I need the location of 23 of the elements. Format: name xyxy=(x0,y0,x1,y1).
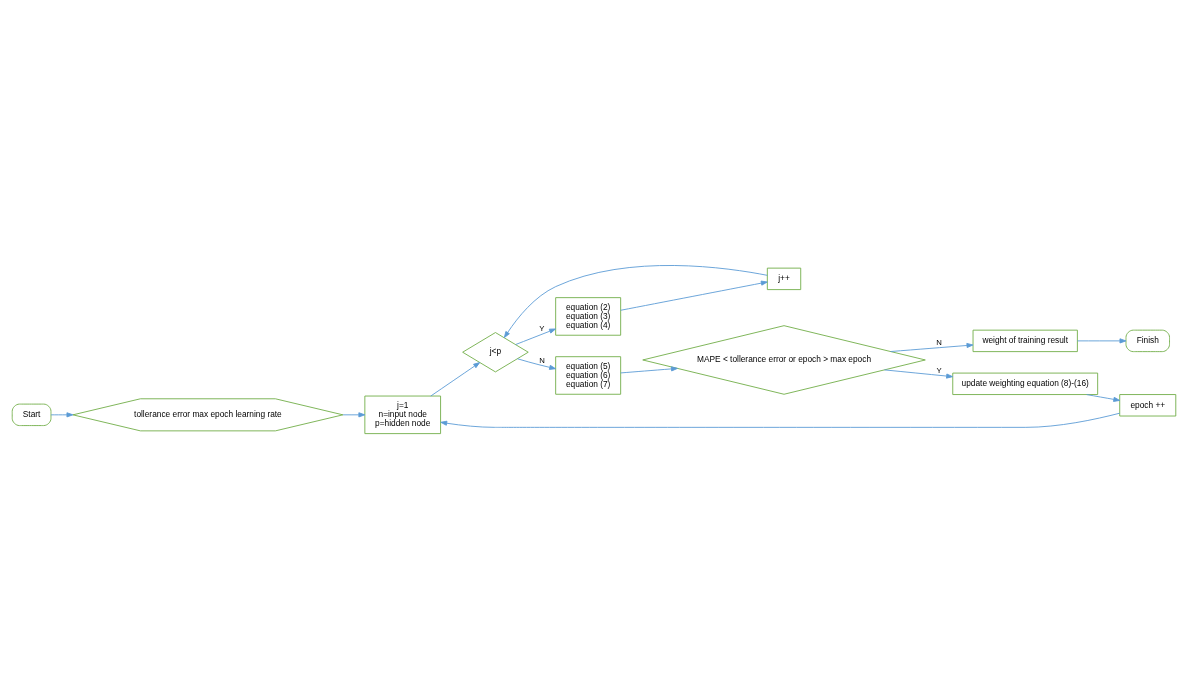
node-box: update weighting equation (8)-(16) xyxy=(952,372,1099,395)
node-box: equation (5) equation (6) equation (7) xyxy=(555,356,622,395)
arrow xyxy=(884,369,954,379)
node-box: Finish xyxy=(1125,329,1170,353)
arrow xyxy=(620,366,678,374)
arrow xyxy=(515,328,556,345)
arrow xyxy=(620,280,768,311)
arrow xyxy=(890,342,974,352)
node-diamond: MAPE < tollerance error or epoch > max epoch xyxy=(642,325,926,395)
arrow xyxy=(430,362,481,397)
node-box: weight of training result xyxy=(972,329,1078,353)
arrow xyxy=(1086,394,1121,402)
arrow xyxy=(1077,338,1127,344)
node-box: j++ xyxy=(766,267,802,291)
arrow xyxy=(342,412,366,418)
node-box: Start xyxy=(11,403,52,426)
node-box: j=1 n=input node p=hidden node xyxy=(364,395,442,435)
arrow xyxy=(440,412,1121,428)
arrow xyxy=(517,358,557,370)
arrow xyxy=(50,412,74,418)
node-box: equation (2) equation (3) equation (4) xyxy=(555,297,622,336)
arrow xyxy=(503,265,768,339)
node-box: epoch ++ xyxy=(1119,394,1177,417)
